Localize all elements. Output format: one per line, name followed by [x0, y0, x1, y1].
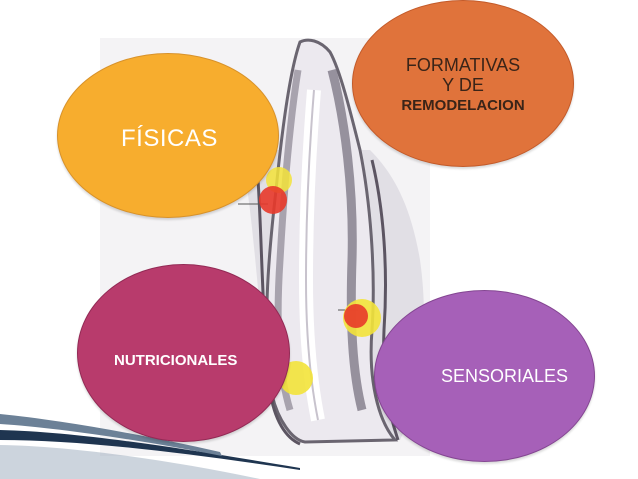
bubble-formativas-line1: FORMATIVAS — [405, 54, 521, 75]
highlight-red-upper — [259, 186, 287, 214]
bubble-formativas-text: FORMATIVAS Y DE REMODELACION — [401, 55, 524, 117]
bubble-sensoriales-label: SENSORIALES — [440, 365, 569, 386]
highlight-red-middle — [344, 304, 368, 328]
bubble-formativas: FORMATIVAS Y DE REMODELACION — [352, 0, 574, 167]
bubble-fisicas-label: FÍSICAS — [121, 124, 218, 152]
decorative-swoosh-light — [0, 414, 222, 456]
bubble-fisicas: FÍSICAS — [57, 53, 279, 218]
bubble-formativas-line2: Y DE — [442, 74, 484, 95]
bubble-sensoriales: SENSORIALES — [374, 290, 595, 462]
bubble-formativas-line3: REMODELACION — [401, 96, 525, 114]
bubble-nutricionales-label: NUTRICIONALES — [114, 351, 238, 369]
dentin-right — [327, 68, 367, 412]
decorative-swoosh-dark — [0, 430, 300, 470]
decorative-swoosh-fill — [0, 445, 260, 479]
bubble-nutricionales: NUTRICIONALES — [77, 264, 290, 442]
